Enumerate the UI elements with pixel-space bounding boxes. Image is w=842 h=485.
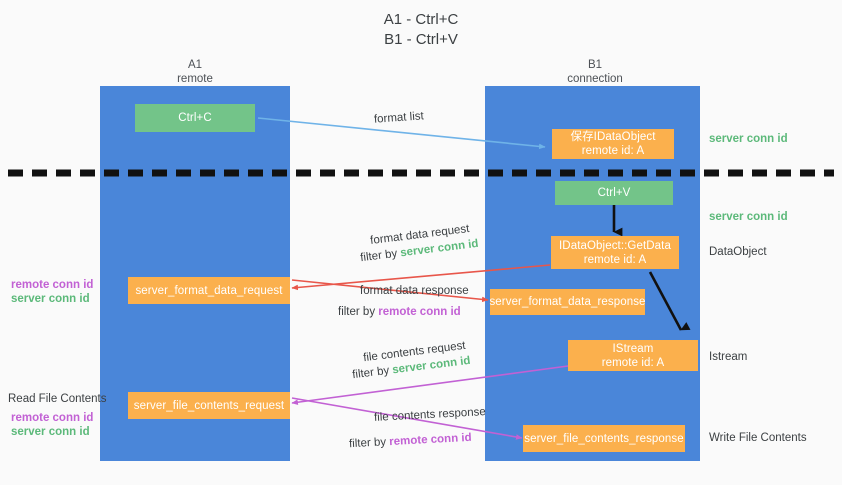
- label-format-data-response-text: format data response: [360, 285, 469, 297]
- label-file-contents-request-filter-prefix: filter by: [351, 364, 394, 382]
- right-label-istream: Istream: [709, 351, 748, 363]
- right-label-server-conn-id-top: server conn id: [709, 133, 788, 145]
- label-format-data-response: format data response: [360, 284, 469, 299]
- node-server-file-contents-response-label: server_file_contents_response: [524, 432, 684, 445]
- node-idataobject[interactable]: 保存IDataObject remote id: A: [552, 129, 674, 159]
- label-format-data-response-filter-prefix: filter by: [338, 306, 379, 318]
- node-server-format-data-request[interactable]: server_format_data_request: [128, 277, 290, 304]
- column-header-b1-name: B1: [587, 59, 603, 71]
- label-file-contents-response-filter: filter by remote conn id: [349, 431, 472, 452]
- node-ctrl-v-label: Ctrl+V: [597, 187, 631, 199]
- label-file-contents-response-filter-value: remote conn id: [388, 431, 472, 449]
- node-idataobject-getdata-title: IDataObject::GetData: [559, 239, 671, 252]
- column-header-b1-sub: connection: [567, 73, 623, 85]
- node-ctrl-c-label: Ctrl+C: [178, 112, 212, 124]
- node-istream[interactable]: IStream remote id: A: [568, 340, 698, 371]
- column-header-a1-name: A1: [187, 59, 203, 71]
- left-label-remote-conn-id-1: remote conn id: [11, 279, 94, 291]
- node-server-format-data-response-label: server_format_data_response: [489, 296, 646, 308]
- column-header-b1: B1 connection: [535, 58, 655, 86]
- node-server-file-contents-response[interactable]: server_file_contents_response: [523, 425, 685, 452]
- page-title: A1 - Ctrl+C B1 - Ctrl+V: [0, 10, 842, 50]
- right-label-dataobject: DataObject: [709, 246, 767, 258]
- node-istream-title: IStream: [612, 342, 654, 355]
- title-line-1: A1 - Ctrl+C: [383, 11, 459, 28]
- right-label-write-file-contents: Write File Contents: [709, 432, 807, 444]
- node-idataobject-getdata-sub: remote id: A: [583, 253, 647, 266]
- title-line-2: B1 - Ctrl+V: [384, 31, 458, 48]
- node-server-file-contents-request[interactable]: server_file_contents_request: [128, 392, 290, 419]
- label-format-list: format list: [374, 109, 425, 127]
- node-ctrl-v[interactable]: Ctrl+V: [555, 181, 673, 205]
- column-header-a1-sub: remote: [177, 73, 213, 85]
- node-idataobject-getdata[interactable]: IDataObject::GetData remote id: A: [551, 236, 679, 269]
- node-ctrl-c[interactable]: Ctrl+C: [135, 104, 255, 132]
- label-format-list-text: format list: [373, 110, 425, 126]
- label-format-data-response-filter-value: remote conn id: [378, 306, 461, 318]
- column-header-a1: A1 remote: [135, 58, 255, 86]
- label-file-contents-response-filter-prefix: filter by: [348, 436, 390, 451]
- left-label-remote-conn-id-2: remote conn id: [11, 412, 94, 424]
- node-server-format-data-request-label: server_format_data_request: [135, 284, 283, 297]
- right-label-server-conn-id-mid: server conn id: [709, 211, 788, 223]
- node-idataobject-sub: remote id: A: [581, 145, 645, 157]
- node-server-file-contents-request-label: server_file_contents_request: [133, 399, 285, 412]
- left-label-read-file-contents: Read File Contents: [8, 393, 107, 405]
- label-file-contents-response: file contents response: [374, 405, 487, 426]
- left-label-server-conn-id-2: server conn id: [11, 426, 90, 438]
- node-idataobject-title: 保存IDataObject: [570, 131, 656, 143]
- label-format-data-response-filter: filter by remote conn id: [338, 305, 461, 320]
- left-label-server-conn-id-1: server conn id: [11, 293, 90, 305]
- label-file-contents-response-text: file contents response: [373, 406, 487, 424]
- label-format-data-request-filter-prefix: filter by: [359, 247, 402, 265]
- node-server-format-data-response[interactable]: server_format_data_response: [489, 289, 646, 315]
- node-istream-sub: remote id: A: [601, 356, 665, 369]
